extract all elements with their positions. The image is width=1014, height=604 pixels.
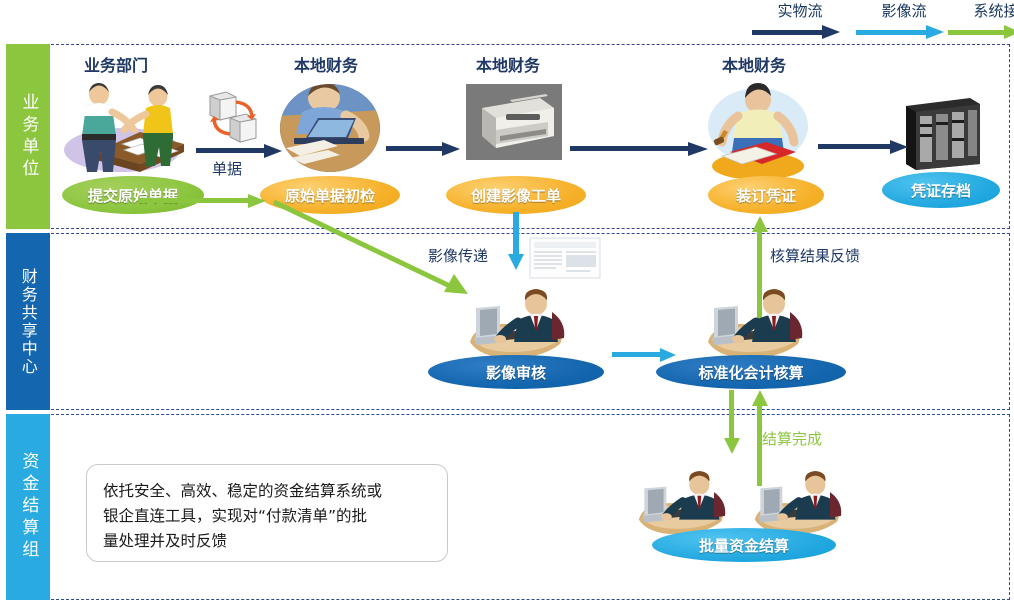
arrow-submit-to-first-check bbox=[138, 194, 272, 208]
arrow-settlement-complete bbox=[752, 390, 768, 486]
arrow-binding-to-archive bbox=[818, 140, 914, 154]
arrow-scanner-to-binding bbox=[570, 142, 710, 156]
step-bind-voucher[interactable]: 装订凭证 bbox=[708, 176, 824, 214]
column-title-local-finance-3: 本地财务 bbox=[722, 56, 787, 75]
step-submit-original-documents[interactable]: 提交原始单据 bbox=[62, 176, 204, 214]
legend-label-image-flow: 影像流 bbox=[881, 3, 927, 20]
office-worker-at-desk-illustration bbox=[749, 471, 845, 544]
step-image-review[interactable]: 影像审核 bbox=[428, 355, 604, 389]
note-line-2: 银企直连工具，实现对“付款清单”的批 bbox=[103, 507, 368, 526]
lane-label-shared-service-center: 财务共享中心 bbox=[18, 267, 38, 376]
flow-label-settlement-complete: 结算完成 bbox=[762, 430, 823, 448]
column-title-local-finance-1: 本地财务 bbox=[294, 56, 359, 75]
legend-item-physical-flow: 实物流 bbox=[752, 4, 848, 39]
lane-tab-shared-service-center: 财务共享中心 bbox=[6, 233, 50, 410]
flow-label-image-transfer: 影像传递 bbox=[428, 247, 489, 265]
legend-label-system-interface: 系统接 bbox=[973, 3, 1014, 20]
office-worker-at-desk-illustration bbox=[702, 289, 806, 368]
document-exchange-icon bbox=[209, 91, 257, 143]
arrow-accounting-result-feedback bbox=[752, 216, 768, 342]
server-rack-photo bbox=[900, 94, 986, 170]
people-handing-documents-illustration bbox=[64, 83, 184, 172]
arrow-accounting-to-settlement bbox=[724, 390, 740, 456]
person-reviewing-documents-illustration bbox=[280, 84, 380, 172]
step-archive-voucher[interactable]: 凭证存档 bbox=[882, 172, 1000, 208]
flow-label-accounting-feedback: 核算结果反馈 bbox=[770, 247, 861, 265]
column-title-local-finance-2: 本地财务 bbox=[476, 56, 541, 75]
step-standard-accounting[interactable]: 标准化会计核算 bbox=[656, 355, 846, 389]
note-line-3: 量处理并及时反馈 bbox=[103, 532, 228, 551]
scanned-document-thumbnail bbox=[529, 237, 601, 279]
flow-label-documents: 单据 bbox=[212, 160, 243, 178]
legend-label-physical-flow: 实物流 bbox=[777, 3, 823, 20]
arrow-right-icon bbox=[856, 25, 952, 39]
lane-label-settlement-group: 资金结算组 bbox=[18, 452, 39, 562]
step-batch-fund-settlement[interactable]: 批量资金结算 bbox=[652, 528, 836, 562]
step-create-image-work-order[interactable]: 创建影像工单 bbox=[446, 176, 586, 214]
arrow-docs-to-local-finance bbox=[196, 144, 284, 158]
column-title-business-dept: 业务部门 bbox=[84, 56, 149, 75]
scanner-photo bbox=[466, 84, 562, 160]
arrow-first-check-to-scanner bbox=[386, 142, 466, 156]
lane-label-business-unit: 业务单位 bbox=[18, 92, 39, 181]
arrow-first-check-to-image-review bbox=[272, 199, 468, 294]
lane-tab-business-unit: 业务单位 bbox=[6, 44, 50, 229]
person-binding-vouchers-illustration bbox=[708, 83, 808, 178]
legend-item-image-flow: 影像流 bbox=[856, 4, 952, 39]
note-line-1: 依托安全、高效、稳定的资金结算系统或 bbox=[103, 482, 383, 500]
settlement-description-note: 依托安全、高效、稳定的资金结算系统或 银企直连工具，实现对“付款清单”的批 量处… bbox=[86, 464, 448, 562]
legend-item-system-interface: 系统接 bbox=[948, 4, 1014, 39]
arrow-image-review-to-accounting bbox=[612, 348, 682, 362]
arrow-right-icon bbox=[948, 25, 1014, 39]
arrow-right-icon bbox=[752, 25, 848, 39]
arrow-image-transfer-down bbox=[508, 212, 524, 272]
lane-tab-settlement-group: 资金结算组 bbox=[6, 414, 50, 600]
office-worker-at-desk-illustration bbox=[464, 289, 568, 368]
